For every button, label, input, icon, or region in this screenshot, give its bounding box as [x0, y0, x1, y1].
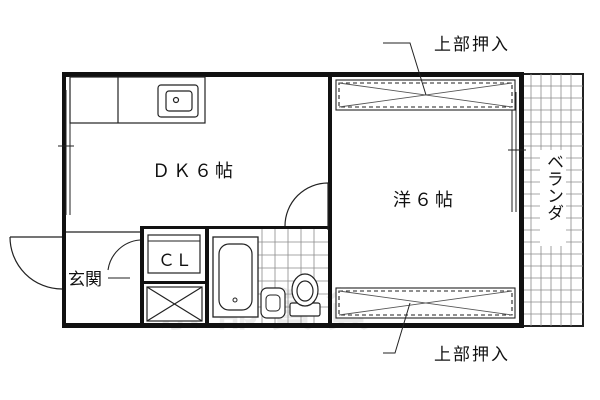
balcony-label: ベランダ — [543, 153, 563, 221]
interior-walls — [140, 77, 332, 323]
closet-label: ＣＬ — [158, 251, 192, 271]
closet: ＣＬ — [147, 234, 201, 274]
upper-storage-bottom — [335, 287, 516, 319]
door-storage — [107, 239, 141, 271]
room-label-dk: ＤＫ６帖 — [152, 161, 236, 182]
upper-storage-top-label: 上部押入 — [434, 35, 510, 55]
balcony: ベランダ — [520, 73, 584, 327]
entrance-label: 玄関 — [68, 270, 102, 290]
exterior-walls — [62, 72, 524, 328]
shoe-storage — [146, 286, 203, 322]
toilet-icon — [289, 273, 321, 317]
window-right — [508, 92, 526, 212]
door-entrance — [9, 236, 63, 290]
leader-lines — [108, 42, 427, 354]
bath-sink-icon — [260, 287, 286, 319]
kitchen-counter — [69, 76, 206, 124]
door-bedroom — [284, 182, 329, 230]
unit-bath — [212, 229, 328, 323]
upper-storage-bottom-label: 上部押入 — [434, 345, 510, 365]
room-label-western: 洋６帖 — [393, 190, 456, 211]
balcony-label-bg — [540, 150, 566, 246]
